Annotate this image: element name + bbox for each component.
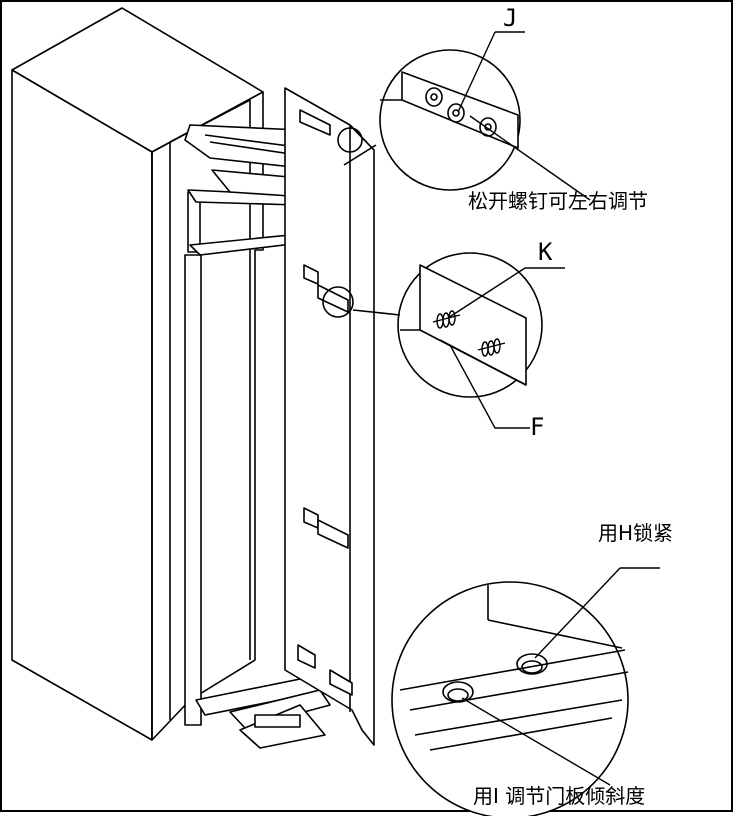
- callout-loosen-screw: 松开螺钉可左右调节: [468, 189, 648, 213]
- label-j: J: [503, 4, 518, 32]
- door-panel: [284, 87, 375, 746]
- label-k: K: [538, 238, 553, 266]
- leader-lines: [447, 31, 660, 786]
- label-f: F: [530, 413, 545, 441]
- callout-lock-h: 用H锁紧: [598, 521, 674, 545]
- callout-adjust-i: 用I 调节门板倾斜度: [473, 784, 646, 808]
- detail-circle-bottom: [391, 581, 629, 816]
- detail-circle-middle: [322, 252, 543, 398]
- cabinet-body: [11, 7, 264, 741]
